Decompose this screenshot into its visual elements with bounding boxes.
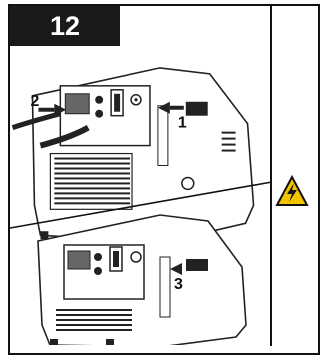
callout-3: 3 [174,276,183,293]
step-number-badge: 12 [10,6,120,46]
side-connector [186,102,208,116]
side-connector-bottom [186,259,208,271]
step-number: 12 [50,11,80,42]
callout-1: 1 [178,115,187,132]
column-divider [270,6,272,346]
device-illustration-bottom: 3 [10,185,270,345]
callout-2: 2 [30,93,39,110]
electrical-hazard-icon [275,175,309,207]
